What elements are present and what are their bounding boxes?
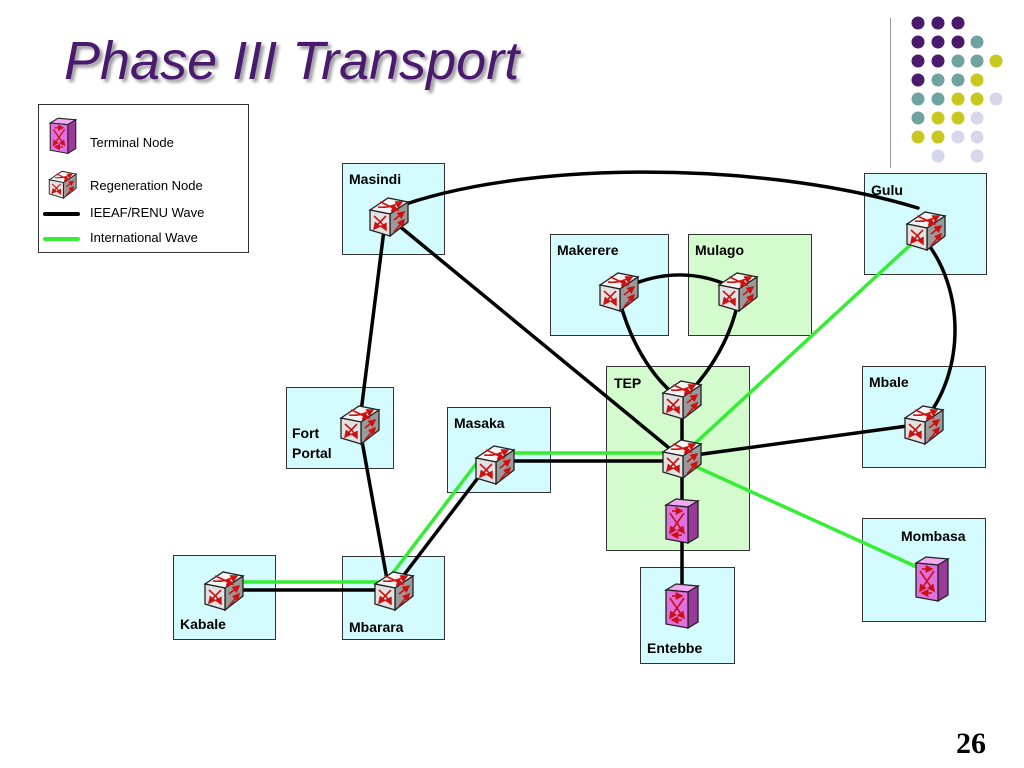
legend-international-line (43, 237, 80, 241)
slide-title: Phase III Transport (64, 31, 520, 91)
site-box-fort-portal: Fort Portal (286, 387, 394, 469)
legend-regeneration-node-label: Regeneration Node (90, 178, 203, 193)
link-makerere-tep (618, 300, 678, 398)
regeneration-node-icon (594, 267, 642, 315)
link-masindi-gulu (390, 170, 920, 211)
regeneration-node-icon (470, 440, 518, 488)
site-label-mulago: Mulago (695, 242, 744, 258)
regeneration-node-icon (657, 375, 705, 423)
site-label-tep: TEP (614, 375, 642, 391)
link-tep-mbale (686, 422, 924, 458)
site-label-mombasa: Mombasa (901, 528, 966, 544)
page-number: 26 (956, 727, 986, 760)
terminal-node-icon (662, 495, 702, 545)
site-box-gulu: Gulu (864, 173, 987, 275)
site-label-portal: Portal (292, 445, 332, 461)
divider-line (890, 18, 891, 168)
regeneration-node-icon (199, 566, 247, 614)
regeneration-node-icon (713, 267, 761, 315)
legend-ieeaf-line (43, 212, 80, 216)
site-label-mbarara: Mbarara (349, 619, 404, 635)
link-masindi-fortportal (358, 228, 386, 422)
link-fortportal-mbarara (358, 428, 390, 587)
decorative-dot-grid (911, 16, 1003, 163)
regeneration-node-icon (657, 434, 705, 482)
regeneration-node-icon (369, 566, 417, 614)
site-label-entebbe: Entebbe (647, 640, 703, 656)
regeneration-node-icon (899, 400, 947, 448)
site-label-gulu: Gulu (871, 182, 903, 198)
site-label-makerere: Makerere (557, 242, 619, 258)
site-label-fort: Fort (292, 425, 320, 441)
intl-link-tep-mombasa (688, 462, 930, 574)
regeneration-node-icon (364, 192, 412, 240)
legend-international-label: International Wave (90, 230, 198, 245)
site-label-masindi: Masindi (349, 171, 402, 187)
regeneration-node-icon (901, 206, 949, 254)
link-masindi-tep (390, 218, 682, 459)
site-label-masaka: Masaka (454, 415, 505, 431)
legend-terminal-node-label: Terminal Node (90, 135, 174, 150)
terminal-node-icon (912, 553, 952, 603)
legend: Terminal Node Regeneration Node IEEAF/RE… (38, 104, 249, 253)
regeneration-node-icon (335, 400, 383, 448)
site-box-makerere: Makerere (550, 234, 669, 336)
legend-ieeaf-label: IEEAF/RENU Wave (90, 205, 205, 220)
site-box-entebbe: Entebbe (640, 567, 735, 664)
terminal-node-icon (662, 580, 702, 630)
link-masaka-mbarara (392, 460, 492, 590)
site-label-kabale: Kabale (180, 616, 226, 632)
link-gulu-mbale (923, 238, 957, 422)
site-box-mombasa: Mombasa (862, 518, 986, 622)
site-label-mbale: Mbale (869, 374, 909, 390)
intl-link-masaka-mbarara (384, 454, 484, 584)
intl-link-tep-gulu (688, 234, 922, 450)
